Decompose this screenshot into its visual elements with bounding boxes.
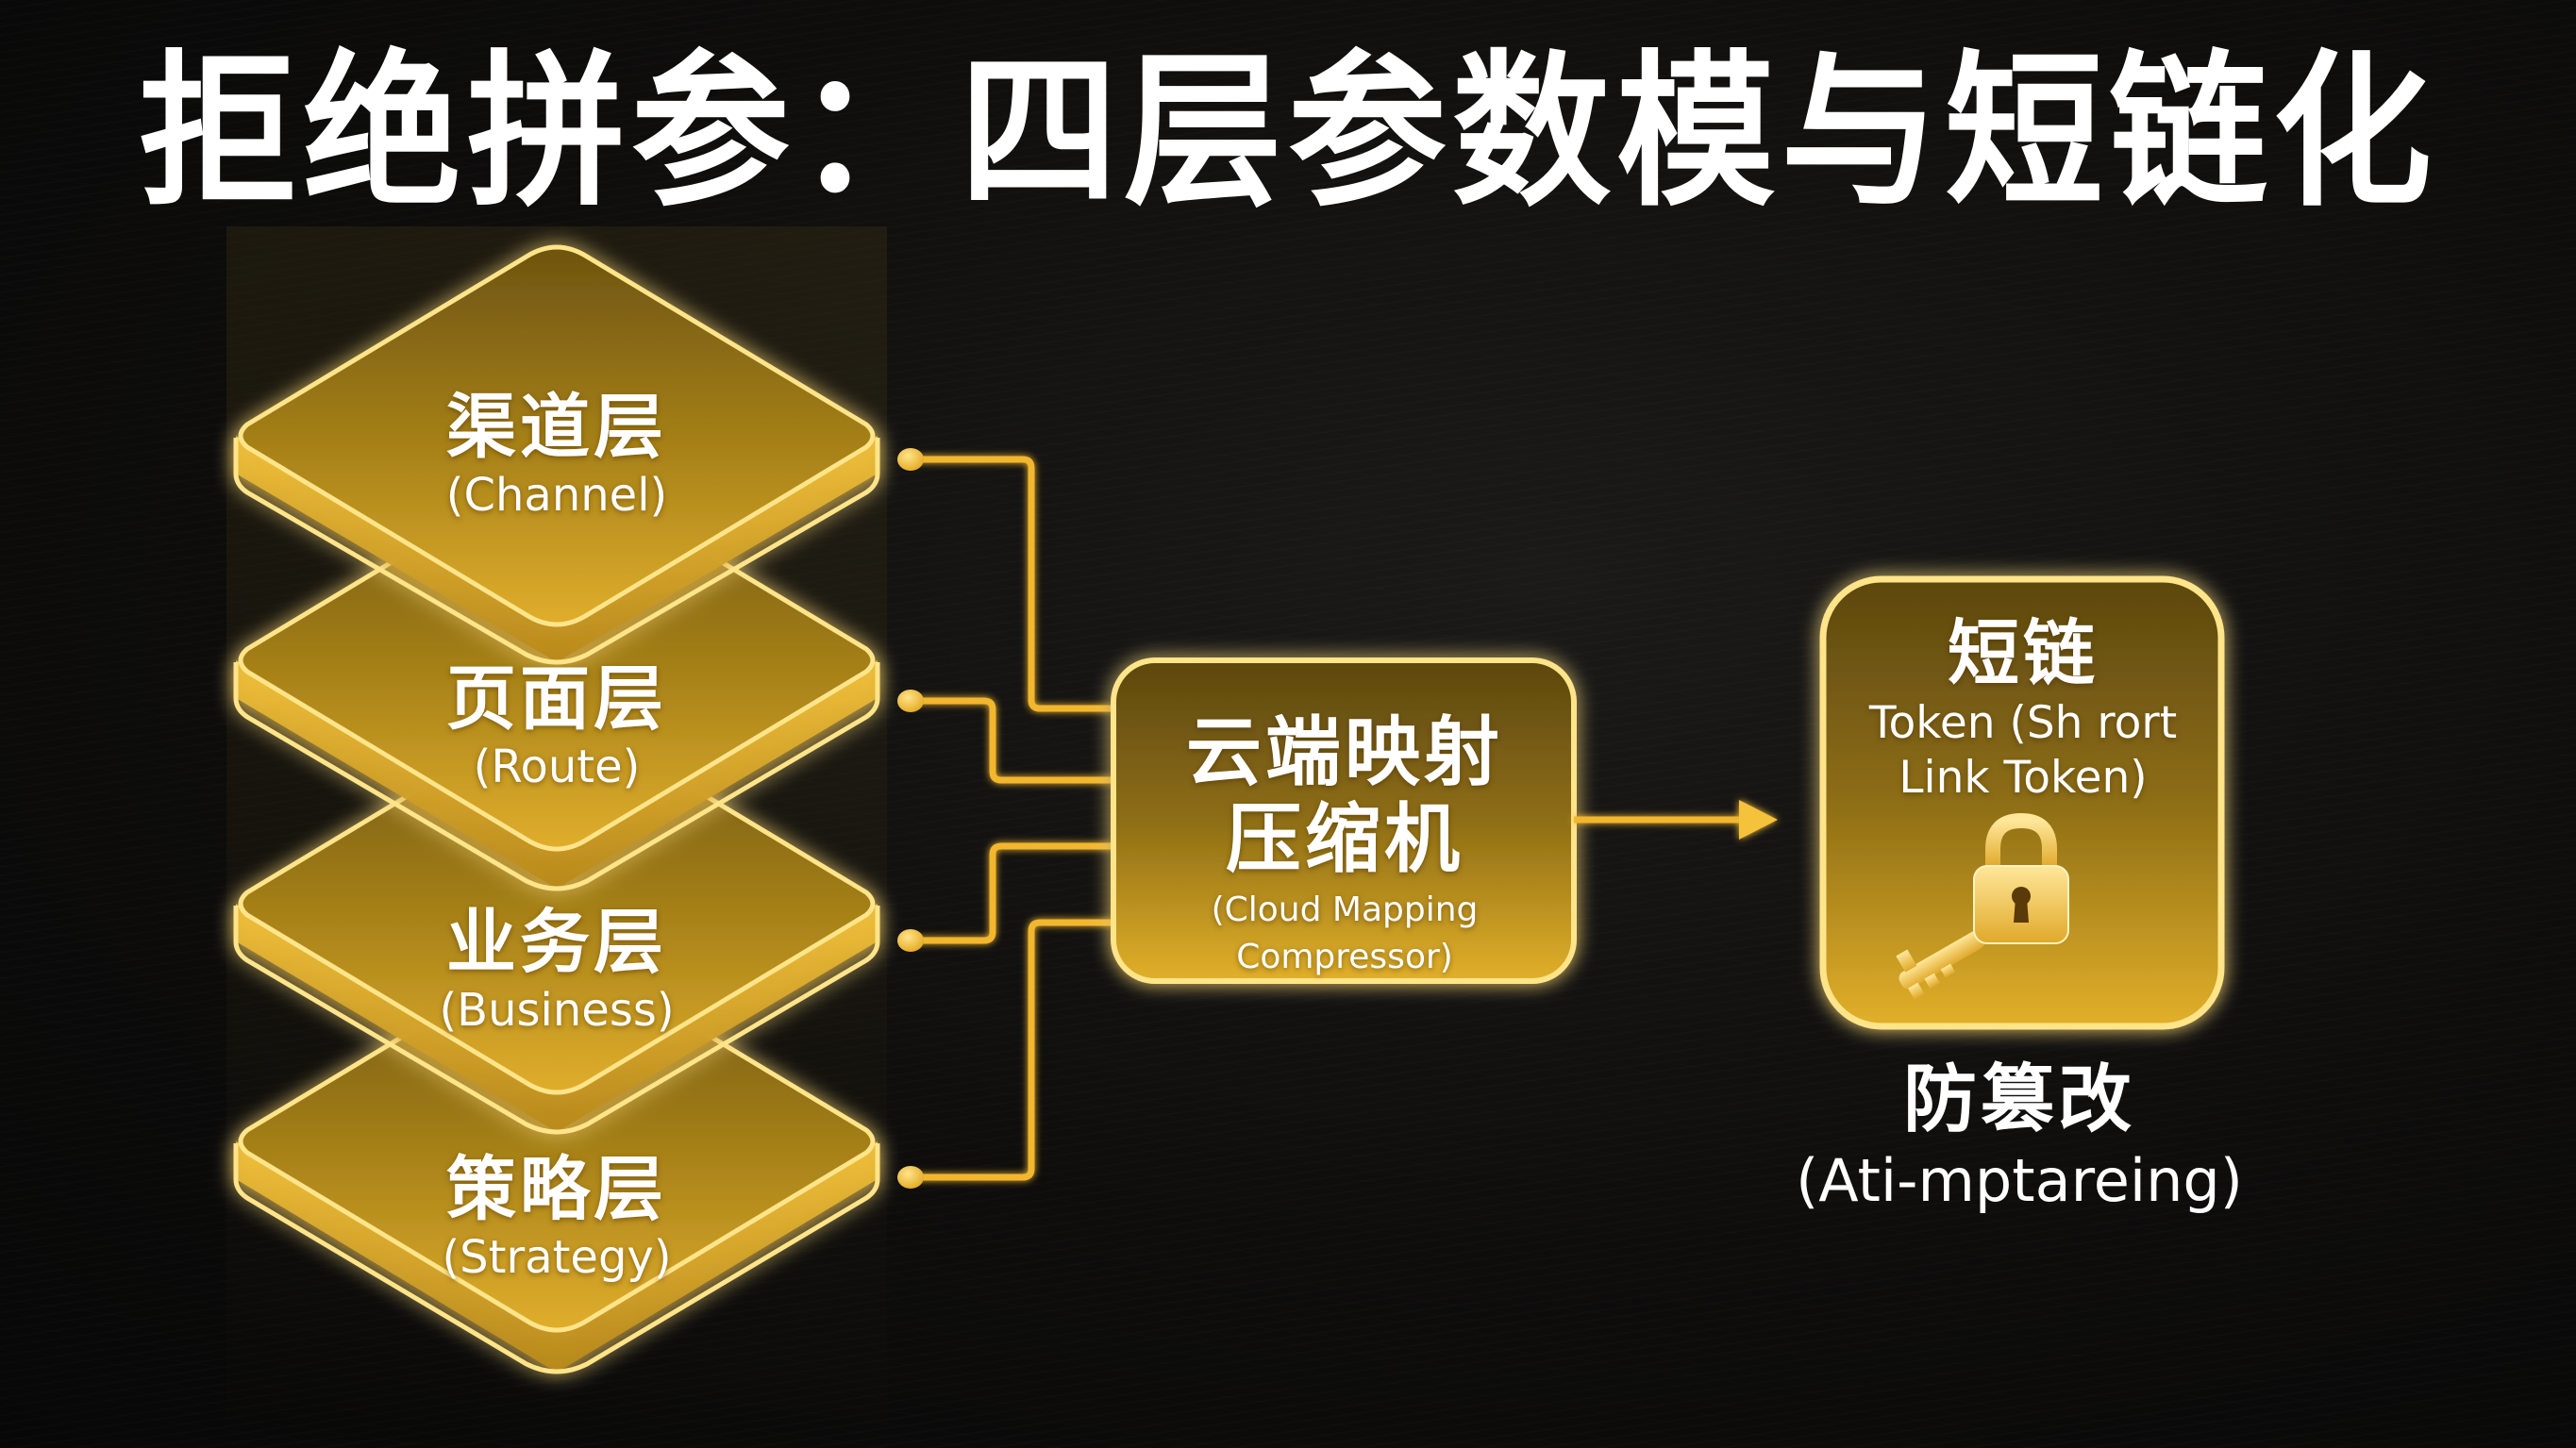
- layer-slab-channel: [233, 244, 880, 665]
- layer-subtitle: (Strategy): [442, 1231, 672, 1284]
- layer-subtitle: (Route): [473, 741, 641, 793]
- connector-dot-channel: [897, 448, 924, 471]
- connector-lines: [911, 456, 1113, 1181]
- anti-tamper-title: 防篡改: [1902, 1057, 2135, 1142]
- short-link-subtitle-line1: Token (Sh rort: [1868, 697, 2178, 749]
- connector-dot-route: [897, 690, 924, 712]
- connector-route: [911, 697, 1113, 784]
- arrow-to-short-link: [1574, 800, 1778, 840]
- page-title: 拒绝拼参：四层参数模与短链化: [139, 35, 2437, 229]
- layer-slab-business: [233, 712, 880, 1135]
- layer-label-strategy: 策略层 (Strategy): [226, 1149, 887, 1285]
- compressor-title-line2: 压缩机: [1226, 795, 1464, 883]
- layer-title: 页面层: [446, 658, 667, 740]
- layer-subtitle: (Channel): [445, 469, 668, 522]
- layer-title: 渠道层: [446, 387, 667, 468]
- layer-subtitle: (Business): [439, 984, 675, 1037]
- connector-strategy: [911, 919, 1113, 1181]
- compressor-title-line1: 云端映射: [1186, 708, 1503, 796]
- layer-label-route: 页面层 (Route): [226, 658, 887, 794]
- lock-and-key-icon: [1896, 812, 2069, 1000]
- connector-dots: [897, 448, 924, 1189]
- anti-tamper-caption: 防篡改 (Ati-mptareing): [1727, 1055, 2312, 1217]
- short-link-label: 短链 Token (Sh rort Link Token): [1823, 611, 2223, 806]
- short-link-subtitle-line2: Link Token): [1899, 752, 2148, 804]
- compressor-subtitle: (Cloud Mapping Compressor): [1211, 890, 1479, 976]
- layer-title: 业务层: [446, 902, 667, 983]
- connector-channel: [911, 456, 1113, 712]
- layer-label-business: 业务层 (Business): [226, 902, 887, 1038]
- short-link-title: 短链: [1948, 611, 2099, 695]
- anti-tamper-subtitle: (Ati-mptareing): [1796, 1146, 2243, 1215]
- connector-dot-strategy: [897, 1166, 924, 1189]
- connector-dot-business: [897, 929, 924, 952]
- layer-label-channel: 渠道层 (Channel): [226, 387, 887, 523]
- connector-business: [911, 842, 1113, 944]
- short-link-box: [1819, 575, 2225, 1030]
- compressor-label: 云端映射 压缩机 (Cloud Mapping Compressor): [1113, 709, 1576, 981]
- layer-title: 策略层: [446, 1149, 667, 1230]
